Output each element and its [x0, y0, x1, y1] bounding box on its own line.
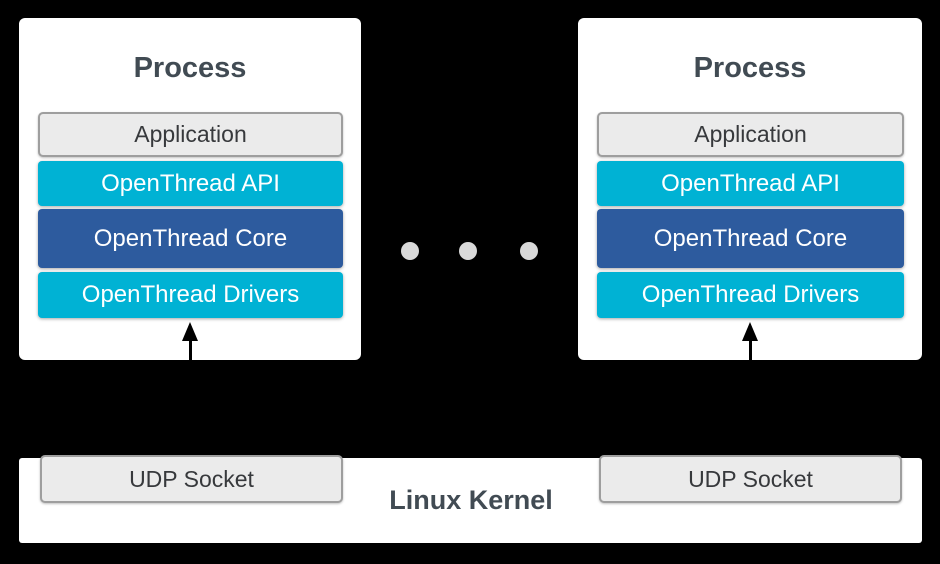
layer-openthread-core: OpenThread Core	[597, 209, 904, 268]
layer-application-label: Application	[694, 121, 807, 147]
layer-openthread-api: OpenThread API	[38, 161, 343, 206]
layer-openthread-drivers: OpenThread Drivers	[38, 272, 343, 318]
layer-openthread-drivers: OpenThread Drivers	[597, 272, 904, 318]
layer-openthread-api-label: OpenThread API	[101, 169, 280, 197]
layer-application-label: Application	[134, 121, 247, 147]
arrow-shaft	[188, 341, 192, 360]
layer-application: Application	[38, 112, 343, 157]
process-title: Process	[133, 52, 247, 84]
layer-openthread-api: OpenThread API	[597, 161, 904, 206]
layer-openthread-core-label: OpenThread Core	[653, 224, 848, 252]
layer-openthread-api-label: OpenThread API	[661, 169, 840, 197]
ellipsis-dot-icon	[459, 242, 477, 260]
process-title: Process	[693, 52, 807, 84]
udp-socket-box-2: UDP Socket	[599, 455, 902, 503]
udp-socket-box-1: UDP Socket	[40, 455, 343, 503]
up-arrow-icon	[182, 322, 198, 360]
ellipsis-dot-icon	[401, 242, 419, 260]
arrow-shaft	[748, 341, 752, 360]
arrowhead	[182, 322, 198, 341]
layer-openthread-drivers-label: OpenThread Drivers	[81, 281, 300, 308]
layer-application: Application	[597, 112, 904, 157]
process-card-2: Process Application OpenThread API OpenT…	[578, 18, 922, 360]
up-arrow-icon	[742, 322, 758, 360]
layer-openthread-core-label: OpenThread Core	[93, 224, 288, 252]
udp-socket-label: UDP Socket	[129, 465, 254, 492]
linux-kernel-label: Linux Kernel	[389, 485, 553, 515]
layer-openthread-drivers-label: OpenThread Drivers	[641, 281, 860, 308]
ellipsis-dot-icon	[520, 242, 538, 260]
udp-socket-label: UDP Socket	[688, 465, 813, 492]
layer-openthread-core: OpenThread Core	[38, 209, 343, 268]
process-card-1: Process Application OpenThread API OpenT…	[19, 18, 361, 360]
arrowhead	[742, 322, 758, 341]
